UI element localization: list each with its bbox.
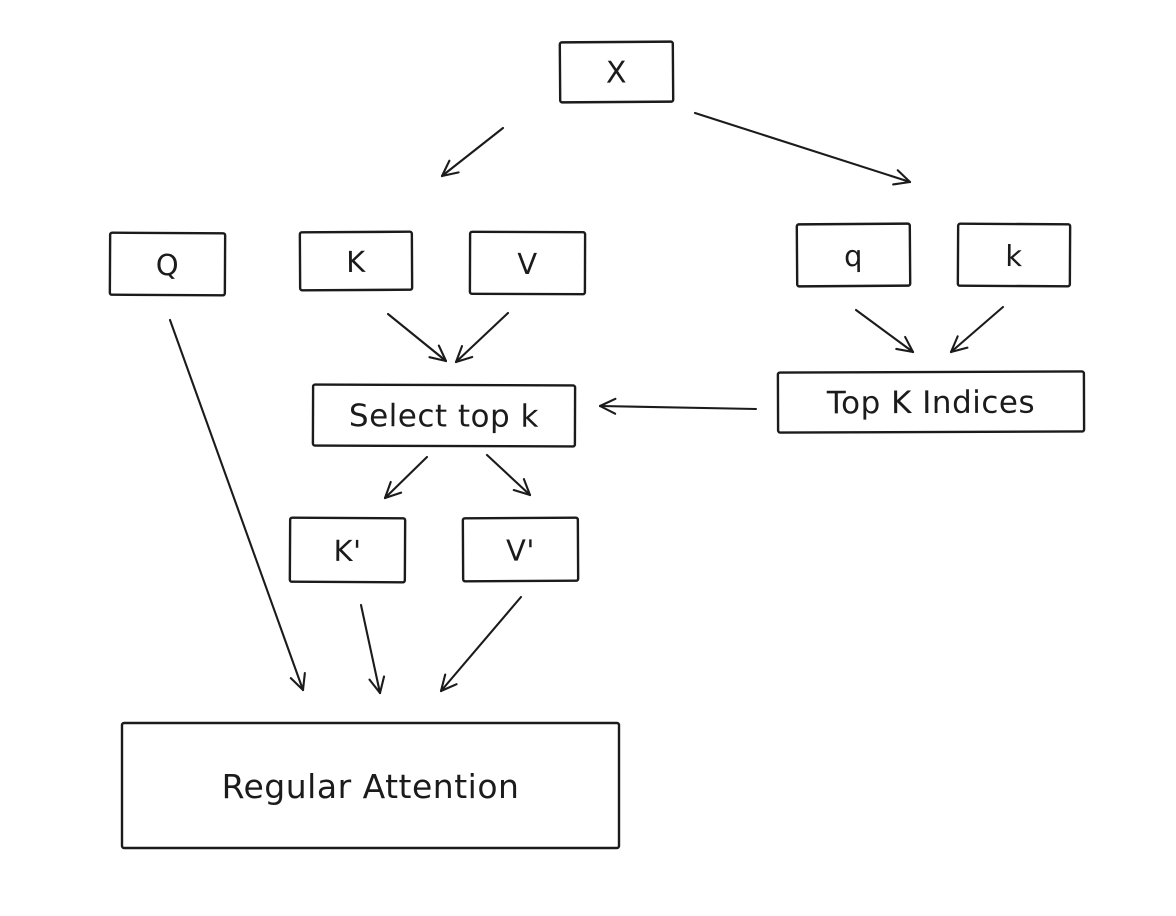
arrowhead-select-to-vprime	[512, 488, 532, 497]
arrow-k-to-select	[386, 312, 448, 363]
arrow-select-to-vprime	[485, 453, 532, 497]
arrowhead-kprime-to-attention	[378, 675, 386, 695]
arrowhead-q-to-topk	[904, 335, 915, 354]
node-box-regular-attention	[120, 721, 621, 850]
arrowhead-q-to-topk	[895, 347, 915, 354]
arrowhead-q-to-attention	[289, 677, 305, 692]
node-label-k-upper: K	[346, 245, 366, 279]
node-k-prime: K'	[288, 516, 407, 584]
node-box-k-prime	[288, 516, 407, 584]
node-top-k-indices: Top K Indices	[776, 370, 1086, 434]
arrowhead-vprime-to-attention	[439, 673, 447, 693]
node-box-v-prime	[461, 516, 580, 583]
arrowhead-k-to-select	[437, 344, 448, 363]
node-box-k-upper	[298, 230, 414, 292]
arrow-topk-to-select	[598, 397, 758, 415]
node-q-lower: q	[795, 222, 912, 288]
arrow-q-to-attention	[168, 318, 306, 692]
arrow-select-to-kprime	[383, 455, 429, 500]
node-x: X	[558, 40, 675, 104]
node-v-upper: V	[468, 230, 587, 296]
arrowhead-v-to-select	[454, 345, 464, 364]
node-label-k-prime: K'	[333, 534, 361, 568]
arrow-kprime-to-attention	[359, 603, 386, 695]
node-box-x	[558, 40, 675, 104]
arrow-v-to-select	[454, 311, 510, 364]
arrowhead-k-to-topk	[949, 335, 959, 354]
node-label-regular-attention: Regular Attention	[222, 767, 520, 806]
node-box-top-k-indices	[776, 370, 1086, 434]
arrowhead-x-to-qk	[892, 180, 912, 186]
node-box-q-lower	[795, 222, 912, 288]
arrow-x-to-kv	[440, 126, 505, 178]
arrowhead-kprime-to-attention	[368, 678, 382, 695]
node-k-upper: K	[298, 230, 414, 292]
arrowhead-x-to-kv	[440, 159, 451, 178]
arrowhead-q-to-attention	[301, 672, 306, 692]
node-label-v-upper: V	[517, 247, 537, 281]
node-label-top-k-indices: Top K Indices	[826, 385, 1035, 422]
node-label-k-lower: k	[1005, 239, 1022, 273]
arrowhead-k-to-topk	[949, 346, 969, 354]
arrowhead-x-to-kv	[440, 171, 460, 178]
node-select-top-k: Select top k	[311, 383, 577, 448]
node-label-x: X	[606, 55, 627, 90]
node-label-v-prime: V'	[506, 533, 535, 567]
arrowhead-topk-to-select	[598, 404, 617, 415]
node-box-v-upper	[468, 230, 587, 296]
node-box-select-top-k	[311, 383, 577, 448]
arrowhead-vprime-to-attention	[439, 683, 458, 693]
node-box-q-upper	[108, 231, 227, 297]
arrow-q-to-topk	[854, 308, 915, 354]
arrowhead-v-to-select	[454, 355, 474, 364]
node-k-lower: k	[956, 222, 1072, 288]
arrowhead-select-to-kprime	[383, 480, 392, 500]
arrow-k-to-topk	[949, 305, 1005, 354]
node-q-upper: Q	[108, 231, 227, 297]
arrow-vprime-to-attention	[439, 595, 523, 693]
arrowhead-topk-to-select	[598, 397, 617, 408]
node-label-q-upper: Q	[156, 248, 180, 282]
node-v-prime: V'	[461, 516, 580, 583]
node-label-q-lower: q	[844, 239, 863, 273]
arrowhead-x-to-qk	[896, 169, 912, 184]
arrowhead-k-to-select	[428, 356, 448, 363]
arrowhead-select-to-kprime	[383, 491, 403, 500]
node-box-k-lower	[956, 222, 1072, 288]
node-label-select-top-k: Select top k	[349, 398, 539, 435]
arrow-x-to-qk	[693, 111, 912, 186]
node-regular-attention: Regular Attention	[120, 721, 621, 850]
arrowhead-select-to-vprime	[522, 478, 532, 497]
